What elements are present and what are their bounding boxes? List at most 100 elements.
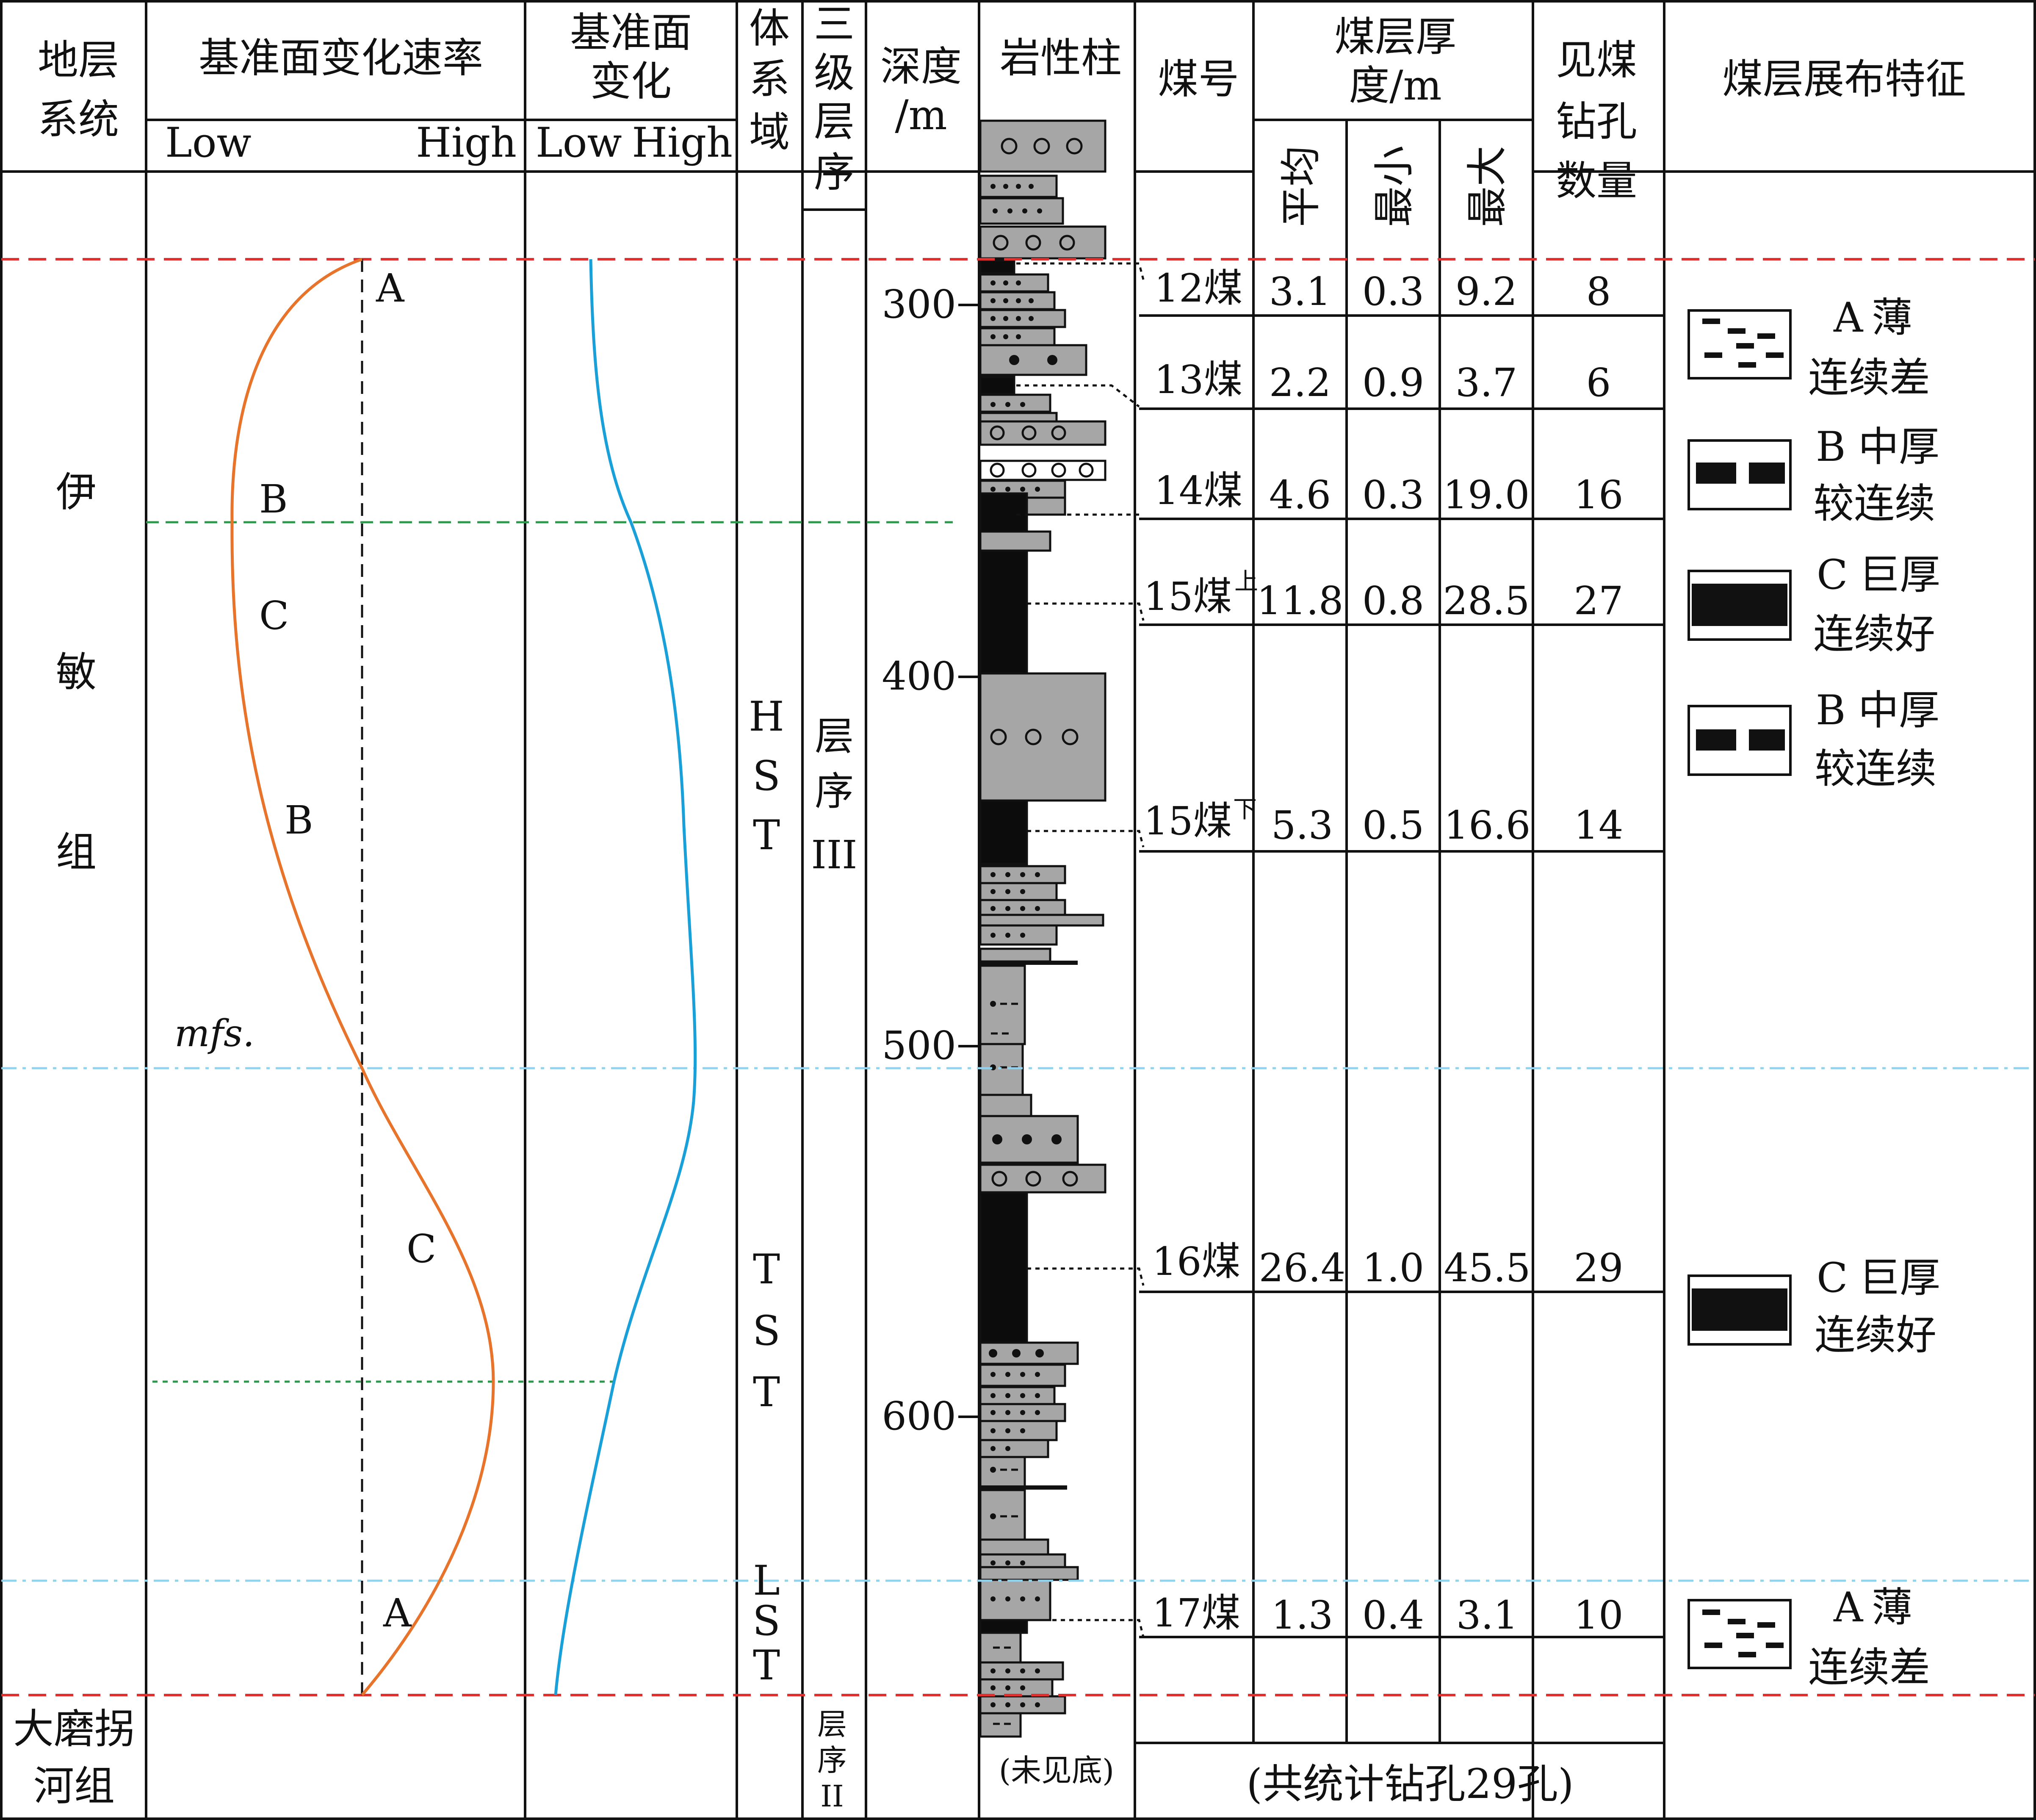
coal-count: 16 — [1574, 472, 1623, 518]
formation-damoguai-2: 河组 — [33, 1762, 115, 1810]
curve-label-a-upper: A — [376, 266, 405, 311]
distribution-legend: A 薄 连续差 B 中厚 较连续 C 巨厚 连续好 B 中厚 较连 — [1687, 294, 1940, 1691]
coal-max: 16.6 — [1444, 803, 1531, 848]
coal-count: 29 — [1574, 1245, 1623, 1291]
coal-avg: 26.4 — [1259, 1245, 1346, 1291]
legend-desc1: 巨厚 — [1859, 1254, 1940, 1302]
coal-count: 6 — [1586, 360, 1611, 405]
litho-conglomerate — [979, 225, 1107, 260]
coal-min: 1.0 — [1362, 1245, 1424, 1291]
coal-sup: 上 — [1234, 568, 1258, 596]
coal-name: 17煤 — [1152, 1590, 1240, 1636]
header-thickness-2: 度/m — [1349, 62, 1441, 109]
coal-count: 8 — [1586, 269, 1611, 314]
header-depth-1: 深度 — [880, 43, 962, 90]
coal-name: 16煤 — [1152, 1239, 1240, 1284]
legend-item-c-upper: C 巨厚 连续好 — [1687, 551, 1940, 658]
coal-row-15-lower: 15煤 下 5.3 0.5 16.6 14 — [1143, 796, 1623, 848]
tract-tst-3: T — [753, 1368, 780, 1416]
header-base-high: High — [632, 119, 733, 166]
header-coal-no: 煤号 — [1158, 55, 1239, 103]
legend-item-a-lower: A 薄 连续差 — [1687, 1584, 1930, 1691]
base-level-curve — [554, 259, 697, 1695]
litho-sandstone — [979, 1094, 1032, 1117]
curve-label-c-lower: C — [407, 1226, 436, 1272]
formation-yimin-1: 伊 — [56, 468, 97, 516]
legend-letter: C — [1817, 1254, 1848, 1302]
litho-coal — [979, 1619, 1028, 1634]
header-base-title-1: 基准面 — [570, 9, 692, 56]
litho-conglomerate — [979, 672, 1107, 802]
header-rate-low: Low — [165, 119, 252, 166]
coal-min: 0.4 — [1362, 1593, 1424, 1638]
legend-letter: B — [1816, 687, 1846, 734]
litho-mudstone — [979, 1456, 1026, 1488]
legend-item-a-upper: A 薄 连续差 — [1687, 294, 1930, 402]
legend-desc2: 较连续 — [1815, 745, 1936, 792]
legend-desc1: 中厚 — [1858, 423, 1939, 471]
systems-tract-labels: H S T T S T L S T — [749, 693, 784, 1689]
seq3-1: 层 — [815, 714, 854, 759]
legend-letter: A — [1833, 294, 1864, 341]
curve-label-a-lower: A — [383, 1590, 412, 1636]
curve-label-b-upper: B — [259, 476, 288, 522]
coal-min: 0.3 — [1362, 472, 1424, 518]
tract-tst-1: T — [753, 1246, 780, 1293]
header-rate-title: 基准面变化速率 — [199, 34, 483, 82]
coal-avg: 2.2 — [1269, 360, 1331, 405]
formation-damoguai-1: 大磨拐 — [13, 1705, 135, 1753]
header-tract-2: 系 — [749, 55, 790, 103]
legend-desc1: 薄 — [1872, 294, 1912, 341]
header-base-title-2: 变化 — [590, 58, 672, 105]
legend-desc2: 连续好 — [1813, 610, 1935, 658]
coal-name: 13煤 — [1154, 357, 1242, 402]
header-boreholes-3: 数量 — [1556, 157, 1637, 205]
header-rate-high: High — [416, 119, 517, 166]
litho-sandstone — [979, 393, 1051, 413]
header-third-order-1: 三 — [814, 0, 855, 48]
coal-max: 28.5 — [1443, 578, 1530, 623]
legend-desc1: 巨厚 — [1859, 551, 1940, 598]
seq3-2: 序 — [815, 769, 854, 814]
boundary-lines — [1, 258, 2035, 1696]
tract-hst-3: T — [753, 812, 780, 859]
depth-tick-600: 600 — [882, 1393, 956, 1439]
legend-desc2: 连续好 — [1815, 1311, 1936, 1359]
header-max: 最大 — [1463, 146, 1511, 227]
header-thickness-1: 煤层厚 — [1334, 13, 1456, 61]
litho-sandstone — [979, 309, 1066, 328]
rate-curve — [230, 258, 495, 1696]
header-lithology: 岩性柱 — [1000, 34, 1122, 82]
total-borehole-note: (共统计钻孔29孔) — [1246, 1760, 1574, 1808]
coal-max: 3.1 — [1456, 1593, 1518, 1638]
litho-coal — [979, 259, 1015, 274]
tract-lst-3: T — [753, 1642, 780, 1689]
tract-hst-2: S — [752, 752, 780, 800]
header-boreholes-1: 见煤 — [1556, 36, 1637, 84]
litho-sandstone — [979, 914, 1104, 927]
legend-letter: A — [1833, 1584, 1864, 1631]
lithology-column — [979, 119, 1107, 1738]
coal-count: 27 — [1574, 578, 1623, 623]
formation-labels: 伊 敏 组 大磨拐 河组 — [13, 468, 135, 1810]
litho-mudstone — [979, 1712, 1022, 1738]
header-avg: 平均 — [1277, 146, 1325, 227]
header-strat-system-2: 系统 — [38, 96, 119, 143]
legend-item-b-upper: B 中厚 较连续 — [1687, 423, 1939, 527]
litho-mudstone — [979, 1043, 1024, 1096]
coal-min: 0.3 — [1362, 269, 1424, 314]
coal-avg: 5.3 — [1271, 803, 1333, 848]
legend-item-c-lower: C 巨厚 连续好 — [1687, 1254, 1940, 1359]
depth-tick-300: 300 — [882, 282, 956, 327]
litho-sandstone — [979, 1566, 1079, 1581]
curve-labels: A B C B mfs. C A — [174, 266, 436, 1636]
header-base-low: Low — [536, 119, 622, 166]
legend-desc1: 薄 — [1872, 1584, 1912, 1631]
coal-row-12: 12煤 3.1 0.3 9.2 8 — [1154, 266, 1611, 314]
seq2-3: II — [820, 1779, 844, 1814]
rate-curve-group — [230, 258, 495, 1696]
legend-letter: B — [1816, 423, 1846, 471]
coal-min: 0.5 — [1362, 803, 1424, 848]
coal-row-17: 17煤 1.3 0.4 3.1 10 — [1152, 1590, 1623, 1638]
litho-coarse-sandstone — [979, 344, 1087, 376]
